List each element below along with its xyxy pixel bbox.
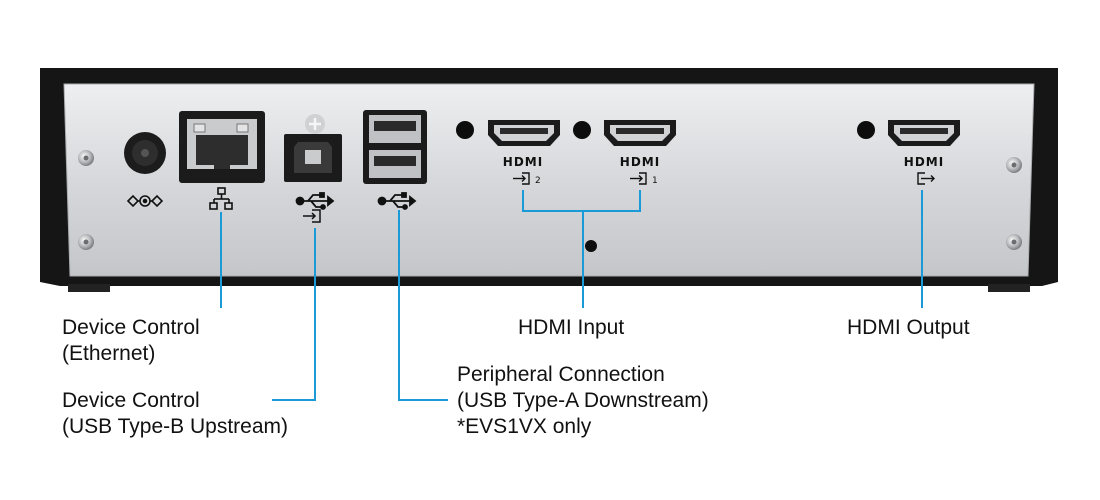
callout-ethernet-line-2: (Ethernet) [62,342,156,365]
callout-hdmi-input-line-1: HDMI Input [518,316,625,339]
leader-line-hdmi-input [522,190,641,212]
dc-polarity-icon [126,194,164,208]
callout-hdmi-output-line-1: HDMI Output [847,316,970,339]
dc-power-jack [124,132,166,174]
hdmi-logo: HDMI [620,155,660,169]
callout-usb-a-line-2: (USB Type-A Downstream) [457,389,709,412]
ethernet-port [179,111,265,183]
led-hole [456,121,474,139]
input-arrow-icon [303,209,321,223]
hdmi-output-port [888,120,960,146]
usb-a-ports [363,110,427,184]
hdmi-logo: HDMI [904,155,944,169]
led-hole [857,121,875,139]
usb-icon [295,192,335,210]
output-arrow-icon [917,172,935,185]
rear-panel [63,83,1035,277]
screw-icon [78,150,94,166]
leader-lines [220,190,923,401]
callout-ethernet: Device Control (Ethernet) [62,315,200,367]
network-icon [209,187,233,210]
input-arrow-icon [630,172,647,185]
callout-usb-a-line-3: *EVS1VX only [457,415,592,438]
callout-hdmi-input: HDMI Input [518,315,624,341]
hdmi-input-number: 2 [535,176,541,186]
usb-icon [377,192,417,210]
input-arrow-icon [513,172,530,185]
callout-usb-b-line-2: (USB Type-B Upstream) [62,415,289,438]
callout-ethernet-line-1: Device Control [62,316,200,339]
hdmi-logo: HDMI [503,155,543,169]
callout-usb-a-line-1: Peripheral Connection [457,363,665,386]
leader-line-usb-a [398,210,448,401]
hdmi-input-number: 1 [652,176,658,186]
callout-usb-b-line-1: Device Control [62,389,200,412]
hdmi-input-port-2 [488,120,560,146]
screw-icon [1006,234,1022,250]
usb-b-port [284,114,342,182]
callout-usb-a: Peripheral Connection (USB Type-A Downst… [457,362,709,440]
screw-icon [78,234,94,250]
led-hole [573,121,591,139]
leader-line-usb-b [272,228,316,401]
callout-usb-b: Device Control (USB Type-B Upstream) [62,388,288,440]
screw-icon [1006,157,1022,173]
reset-hole [585,240,597,252]
callout-hdmi-output: HDMI Output [847,315,970,341]
hdmi-input-port-1 [604,120,676,146]
